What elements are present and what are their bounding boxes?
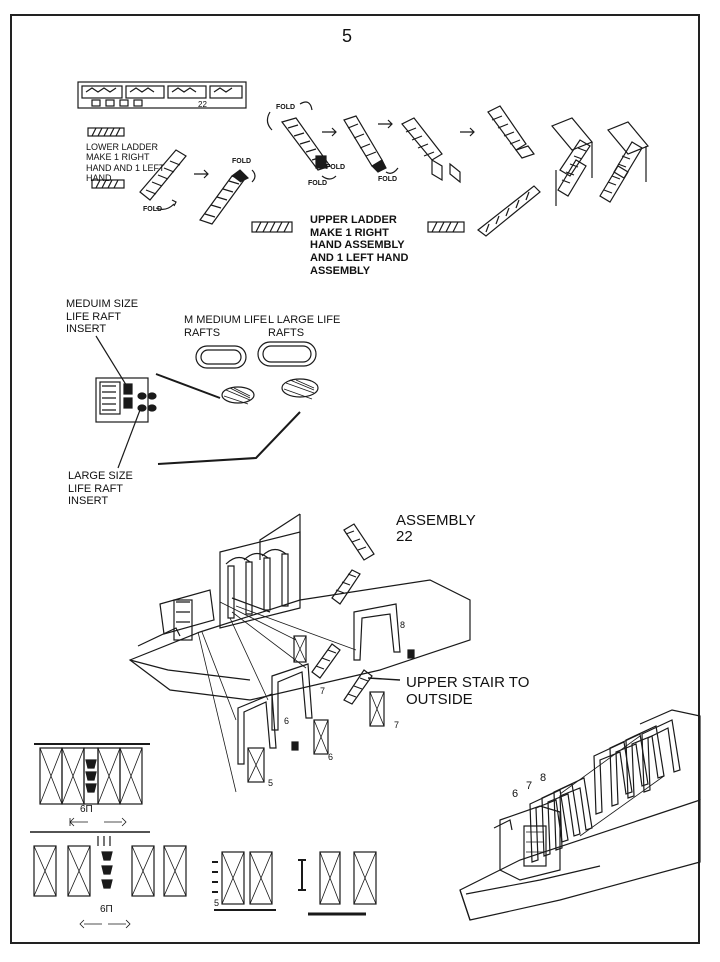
fold-label: FOLD [378,176,398,183]
frame-side-view-b [298,851,377,916]
page-number: 5 [342,26,353,46]
finished-callout-6: 6 [512,788,519,800]
page-border [10,14,700,944]
fold-label: FOLD [232,158,252,165]
gantry-frame-8 [353,603,415,661]
panel-part-upper [293,635,307,663]
large-insert-label: LARGE SIZE LIFE RAFT INSERT [68,470,133,508]
panel-part-5 [247,747,265,783]
fold-label: FOLD [326,164,346,171]
leader-line [95,335,129,389]
gantry-frame-7 [271,663,313,731]
callout-6b: 6 [328,752,334,762]
panel-part-7 [369,691,385,727]
large-raft-canister [281,378,319,400]
upper-stair-part [311,643,401,705]
leader-line [155,373,221,399]
medium-raft-canister [221,386,255,405]
arrow-right [194,169,209,179]
ladder-part-icon [87,127,125,189]
finished-callout-8: 8 [540,772,547,784]
frame-elevation-bottom [33,836,187,929]
life-raft-insert-part [95,377,157,423]
ladder-assembly-view [331,523,375,605]
upper-ladder-step3 [401,117,461,184]
callout-5: 5 [268,778,274,788]
ladder-assembly-a [551,117,593,206]
gantry-array-finished [529,719,681,863]
upper-stair-label: UPPER STAIR TO OUTSIDE [406,674,530,709]
fold-label: FOLD [143,206,163,213]
upper-ladder-part [251,185,541,237]
upper-ladder-step2 [343,115,399,174]
frame-side-view-a [212,851,276,911]
panel-part-6 [313,719,329,755]
side-view-callout-5: 5 [214,898,220,908]
large-rafts-label: L LARGE LIFE RAFTS [268,314,341,339]
arrow-right [322,127,337,137]
callout-6: 6 [284,716,290,726]
large-raft-ring [257,341,317,367]
arrow-right [460,127,475,137]
medium-insert-label: MEDUIM SIZE LIFE RAFT INSERT [66,298,139,336]
callout-7b: 7 [394,720,400,730]
ladder-assembly-b [599,121,649,203]
frame-elevation-top [30,743,150,833]
gantry-frame-6 [237,693,299,765]
arrow-right [378,119,393,129]
fold-label: FOLD [276,104,296,111]
upper-ladder-step1 [266,101,337,180]
assembly-leader-lines [197,601,357,793]
leader-line [117,409,141,469]
upper-ladder-step4 [487,105,535,159]
fold-label: FOLD [308,180,328,187]
callout-7: 7 [320,686,326,696]
leader-line [157,411,301,465]
ship-hull-finished [459,709,701,921]
medium-rafts-label: M MEDIUM LIFE RAFTS [184,314,268,339]
finished-callout-7: 7 [526,780,533,792]
elevation-label-a: 6П [80,804,93,815]
assembly-number: 22 [396,528,413,545]
callout-8: 8 [400,620,406,630]
assembly-title: ASSEMBLY [396,512,476,529]
lower-ladder-step2 [199,169,256,225]
etch-part-number: 22 [198,100,207,109]
etch-fret-strip [77,81,247,109]
upper-ladder-instruction: UPPER LADDER MAKE 1 RIGHT HAND ASSEMBLY … [310,214,409,277]
elevation-label-b: 6П [100,904,113,915]
lower-ladder-step1 [139,149,187,210]
superstructure-main [137,531,301,647]
lower-ladder-instruction: LOWER LADDER MAKE 1 RIGHT HAND AND 1 LEF… [86,142,165,184]
medium-raft-ring [195,345,247,369]
